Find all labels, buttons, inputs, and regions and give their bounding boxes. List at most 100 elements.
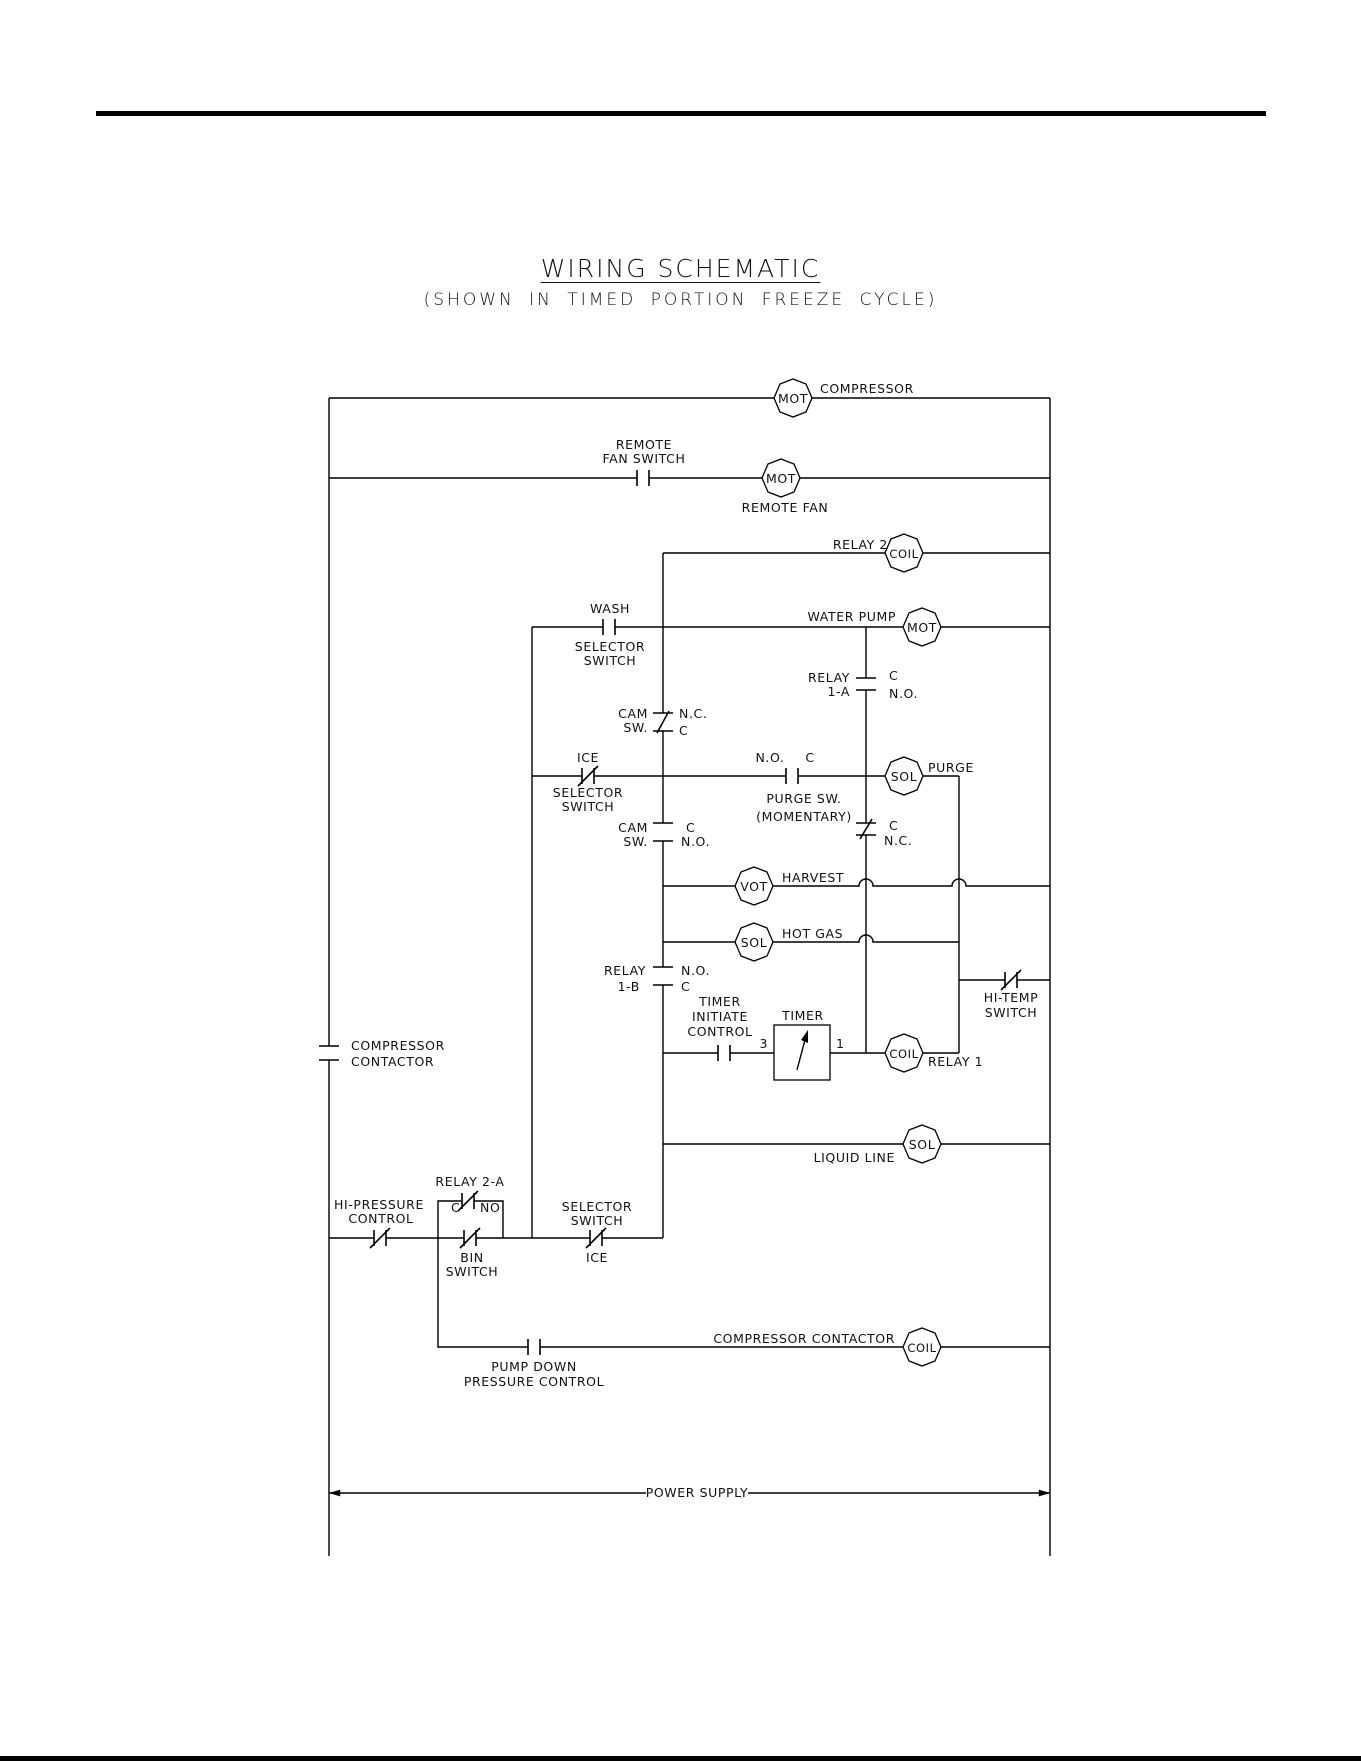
svg-text:N.O.: N.O. [889, 686, 918, 701]
svg-text:ICE: ICE [586, 1250, 608, 1265]
label-hot-gas: HOT GAS [782, 926, 843, 941]
svg-text:C: C [889, 818, 898, 833]
label-compressor: COMPRESSOR [820, 381, 914, 396]
schematic-title: WIRING SCHEMATIC [540, 254, 821, 283]
label-water-pump: WATER PUMP [808, 609, 896, 624]
label-bin-switch: BIN [460, 1250, 483, 1265]
svg-text:C: C [681, 979, 690, 994]
label-pump-down: PUMP DOWN [491, 1359, 577, 1374]
label-relay-1a: RELAY [808, 670, 850, 685]
svg-text:N.O.: N.O. [755, 750, 784, 765]
svg-text:INITIATE: INITIATE [692, 1009, 748, 1024]
svg-text:NO: NO [480, 1200, 500, 1215]
svg-text:C: C [889, 668, 898, 683]
relay-2a-contact [457, 1190, 479, 1212]
svg-text:SOL: SOL [891, 769, 918, 784]
svg-text:1-B: 1-B [618, 979, 640, 994]
label-compressor-contactor-coil: COMPRESSOR CONTACTOR [713, 1331, 895, 1346]
bottom-rule [0, 1756, 1361, 1761]
selector-ice-contact [585, 1227, 607, 1249]
svg-text:COIL: COIL [889, 1047, 918, 1061]
svg-text:VOT: VOT [740, 879, 768, 894]
harvest-timer-motor: VOT [734, 866, 774, 906]
label-timer: TIMER [781, 1008, 824, 1023]
hot-gas-solenoid: SOL [734, 922, 774, 962]
ice-selector-contact [577, 765, 599, 787]
svg-text:SW.: SW. [623, 834, 648, 849]
svg-text:MOT: MOT [778, 391, 808, 406]
svg-text:C: C [686, 820, 695, 835]
label-cam-sw-2: CAM [618, 820, 648, 835]
svg-text:SWITCH: SWITCH [446, 1264, 499, 1279]
label-hi-temp: HI-TEMP [984, 990, 1039, 1005]
svg-text:N.C.: N.C. [884, 833, 912, 848]
labels: COMPRESSOR REMOTE FAN SWITCH REMOTE FAN … [334, 381, 1038, 1500]
relay-1b-contact [653, 966, 673, 986]
label-ice: ICE [577, 750, 599, 765]
label-remote-fan-switch: REMOTE [616, 437, 672, 452]
purge-switch-contact [785, 768, 799, 784]
liquid-line-solenoid: SOL [902, 1124, 942, 1164]
label-power-supply: POWER SUPPLY [646, 1485, 749, 1500]
svg-text:N.C.: N.C. [679, 706, 707, 721]
svg-text:C: C [679, 723, 688, 738]
svg-text:C: C [805, 750, 814, 765]
svg-text:MOT: MOT [766, 471, 796, 486]
label-relay-2: RELAY 2 [833, 537, 888, 552]
hi-temp-contact [1000, 969, 1022, 991]
relay-1a-contact [856, 677, 876, 691]
bin-switch-contact [459, 1227, 481, 1249]
label-purge: PURGE [928, 760, 974, 775]
svg-text:3: 3 [759, 1036, 768, 1051]
water-pump-motor: MOT [902, 607, 942, 647]
svg-text:CONTROL: CONTROL [687, 1024, 752, 1039]
relay-1-coil: COIL [884, 1033, 924, 1073]
svg-text:FAN SWITCH: FAN SWITCH [603, 451, 686, 466]
label-ice-selector: SELECTOR [553, 785, 623, 800]
svg-text:SWITCH: SWITCH [562, 799, 615, 814]
label-selector-ice: SELECTOR [562, 1199, 632, 1214]
label-relay-1b: RELAY [604, 963, 646, 978]
top-rule [96, 111, 1266, 116]
remote-fan-motor: MOT [761, 458, 801, 498]
compressor-contactor-coil: COIL [902, 1327, 942, 1367]
label-timer-initiate: TIMER [698, 994, 741, 1009]
svg-text:SW.: SW. [623, 720, 648, 735]
cam-sw-no-contact [653, 822, 673, 842]
compressor-contactor-contact [319, 1045, 339, 1061]
components: MOT MOT COIL MOT SOL VOT [734, 378, 942, 1367]
label-remote-fan: REMOTE FAN [742, 500, 829, 515]
svg-text:C: C [451, 1200, 460, 1215]
relay-2-coil: COIL [884, 533, 924, 573]
pump-down-contact [527, 1339, 541, 1355]
hi-pressure-contact [369, 1227, 391, 1249]
svg-text:SWITCH: SWITCH [571, 1213, 624, 1228]
remote-fan-switch-contact [636, 470, 650, 486]
compressor-motor: MOT [773, 378, 813, 418]
svg-text:1: 1 [836, 1036, 845, 1051]
cam-sw-nc-contact [653, 710, 673, 734]
svg-text:PRESSURE CONTROL: PRESSURE CONTROL [464, 1374, 604, 1389]
label-cam-sw-1: CAM [618, 706, 648, 721]
contacts [319, 470, 1022, 1355]
svg-text:SWITCH: SWITCH [584, 653, 637, 668]
label-compressor-contactor: COMPRESSOR [351, 1038, 445, 1053]
svg-text:SWITCH: SWITCH [985, 1005, 1038, 1020]
schematic-subtitle: (SHOWN IN TIMED PORTION FREEZE CYCLE) [423, 290, 938, 310]
svg-text:CONTACTOR: CONTACTOR [351, 1054, 434, 1069]
label-wash-selector: SELECTOR [575, 639, 645, 654]
purge-nc-contact [856, 818, 876, 840]
svg-text:MOT: MOT [907, 620, 937, 635]
label-relay-2a: RELAY 2-A [435, 1174, 504, 1189]
label-purge-sw: PURGE SW. [766, 791, 841, 806]
svg-text:N.O.: N.O. [681, 963, 710, 978]
timer-initiate-contact [717, 1045, 731, 1061]
purge-solenoid: SOL [884, 756, 924, 796]
label-relay-1: RELAY 1 [928, 1054, 983, 1069]
label-wash: WASH [590, 601, 630, 616]
wash-selector-contact [602, 619, 616, 635]
label-harvest: HARVEST [782, 870, 844, 885]
svg-text:1-A: 1-A [827, 684, 850, 699]
